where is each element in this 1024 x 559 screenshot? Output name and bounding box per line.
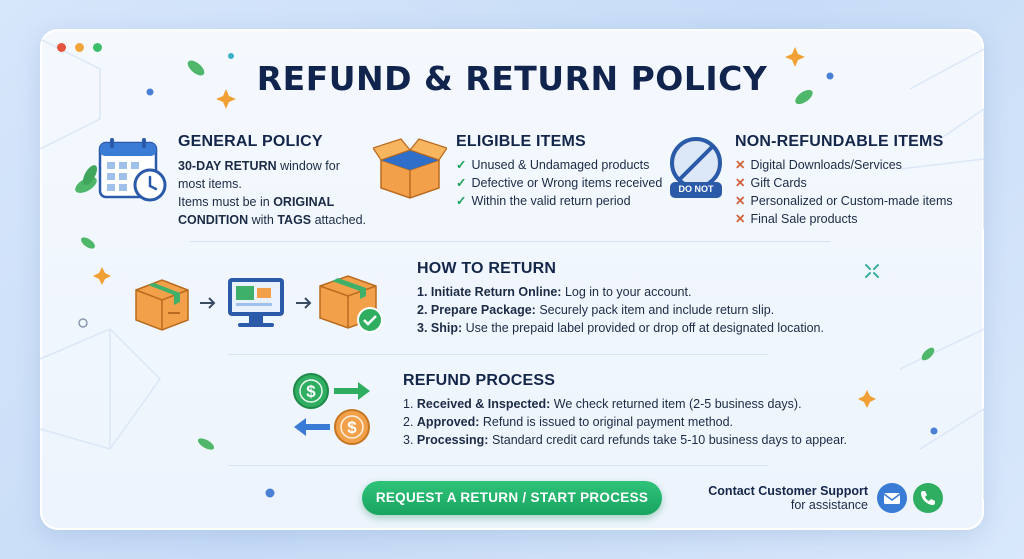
cross-icon: ✕ [735, 212, 746, 226]
policy-card: REFUND & RETURN POLICY GENERAL POLICY 30… [40, 29, 984, 530]
step-label: Prepare Package: [430, 303, 536, 317]
window-controls [57, 43, 102, 52]
non-refundable-heading: NON-REFUNDABLE ITEMS [735, 133, 944, 150]
step-item: 2. Prepare Package: Securely pack item a… [417, 301, 824, 319]
step-label: Ship: [430, 321, 463, 335]
support-info: Contact Customer Support for assistance [708, 484, 868, 512]
list-item-text: Defective or Wrong items received [471, 176, 663, 190]
prohibited-icon [670, 137, 722, 198]
condition-emphasis: ORIGINAL [273, 195, 335, 209]
package-icon [135, 279, 189, 331]
non-refundable-section: NON-REFUNDABLE ITEMS ✕ Digital Downloads/… [735, 133, 953, 228]
list-item: ✓ Unused & Undamaged products [456, 156, 662, 174]
svg-text:$: $ [347, 418, 357, 437]
step-number: 2. [403, 415, 417, 429]
calendar-clock-icon [75, 138, 167, 202]
money-exchange-icon: $ $ [293, 373, 370, 445]
eligible-items-list: ✓ Unused & Undamaged products ✓ Defective … [456, 156, 662, 210]
step-item: 1. Received & Inspected: We check return… [403, 395, 847, 413]
cross-icon: ✕ [735, 194, 746, 208]
close-dot[interactable] [57, 43, 66, 52]
email-button[interactable] [877, 483, 907, 513]
list-item: ✕ Gift Cards [735, 174, 953, 192]
list-item-text: Digital Downloads/Services [750, 158, 902, 172]
list-item: ✕ Digital Downloads/Services [735, 156, 953, 174]
text-span: most items. [178, 177, 242, 191]
computer-icon [228, 278, 284, 327]
eligible-items-section: ELIGIBLE ITEMS ✓ Unused & Undamaged produ… [456, 133, 662, 210]
refund-process-heading: REFUND PROCESS [403, 372, 556, 389]
divider [190, 241, 830, 242]
step-text: Refund is issued to original payment met… [479, 415, 734, 429]
support-title: Contact Customer Support [708, 484, 868, 498]
step-number: 3. [403, 433, 417, 447]
general-policy-text: 30-DAY RETURN window for most items. Ite… [178, 157, 366, 229]
step-label: Processing: [416, 433, 489, 447]
support-subtitle: for assistance [790, 498, 868, 512]
list-item: ✕ Personalized or Custom-made items [735, 192, 953, 210]
request-return-button[interactable]: REQUEST A RETURN / START PROCESS [362, 481, 662, 515]
check-icon: ✓ [456, 158, 467, 172]
step-label: Initiate Return Online: [430, 285, 562, 299]
step-text: Log in to your account. [561, 285, 692, 299]
how-to-return-heading: HOW TO RETURN [417, 260, 557, 277]
list-item-text: Unused & Undamaged products [471, 158, 650, 172]
list-item-text: Final Sale products [750, 212, 858, 226]
list-item-text: Personalized or Custom-made items [750, 194, 953, 208]
divider [228, 354, 768, 355]
step-text: We check returned item (2-5 business day… [550, 397, 802, 411]
return-steps-illustration [135, 275, 383, 333]
non-refundable-list: ✕Digital Downloads/Services ✕Gift Cards … [735, 156, 953, 228]
tags-emphasis: TAGS [277, 213, 312, 227]
text-span: attached. [311, 213, 367, 227]
text-span: Items must be in [178, 195, 274, 209]
step-item: 1. Initiate Return Online: Log in to you… [417, 283, 824, 301]
check-icon: ✓ [456, 194, 467, 208]
phone-icon [921, 491, 935, 505]
check-icon: ✓ [456, 176, 467, 190]
mail-icon [883, 493, 901, 504]
list-item: ✓ Within the valid return period [456, 192, 662, 210]
step-label: Received & Inspected: [416, 397, 551, 411]
step-number: 1. [417, 285, 431, 299]
list-item: ✕ Final Sale products [735, 210, 953, 228]
general-policy-heading: GENERAL POLICY [178, 133, 323, 150]
step-number: 1. [403, 397, 417, 411]
condition-emphasis: CONDITION [178, 213, 249, 227]
list-item: ✓ Defective or Wrong items received [456, 174, 662, 192]
do-not-badge: DO NOT [678, 184, 714, 194]
step-item: 3. Ship: Use the prepaid label provided … [417, 319, 824, 337]
general-policy-section: GENERAL POLICY 30-DAY RETURN window for … [178, 133, 366, 229]
step-item: 2. Approved: Refund is issued to origina… [403, 413, 847, 431]
return-window-emphasis: 30-DAY RETURN [178, 159, 277, 173]
step-number: 3. [417, 321, 431, 335]
step-text: Standard credit card refunds take 5-10 b… [488, 433, 848, 447]
cross-icon: ✕ [735, 158, 746, 172]
list-item-text: Gift Cards [750, 176, 807, 190]
text-span: window for [276, 159, 340, 173]
svg-text:$: $ [306, 382, 316, 401]
step-item: 3. Processing: Standard credit card refu… [403, 431, 847, 449]
step-text: Securely pack item and include return sl… [535, 303, 775, 317]
page-title: REFUND & RETURN POLICY [256, 59, 768, 98]
minimize-dot[interactable] [75, 43, 84, 52]
divider [228, 465, 768, 466]
refund-process-steps: 1. Received & Inspected: We check return… [403, 395, 847, 449]
step-label: Approved: [416, 415, 480, 429]
refund-process-section: REFUND PROCESS 1. Received & Inspected: … [403, 372, 847, 449]
open-box-icon [373, 138, 447, 199]
maximize-dot[interactable] [93, 43, 102, 52]
list-item-text: Within the valid return period [471, 194, 631, 208]
shipped-box-icon [319, 275, 383, 333]
text-span: with [248, 213, 278, 227]
eligible-items-heading: ELIGIBLE ITEMS [456, 133, 586, 150]
cross-icon: ✕ [735, 176, 746, 190]
phone-button[interactable] [913, 483, 943, 513]
how-to-return-steps: 1. Initiate Return Online: Log in to you… [417, 283, 824, 337]
step-number: 2. [417, 303, 431, 317]
step-text: Use the prepaid label provided or drop o… [462, 321, 824, 335]
how-to-return-section: HOW TO RETURN 1. Initiate Return Online:… [417, 260, 824, 337]
